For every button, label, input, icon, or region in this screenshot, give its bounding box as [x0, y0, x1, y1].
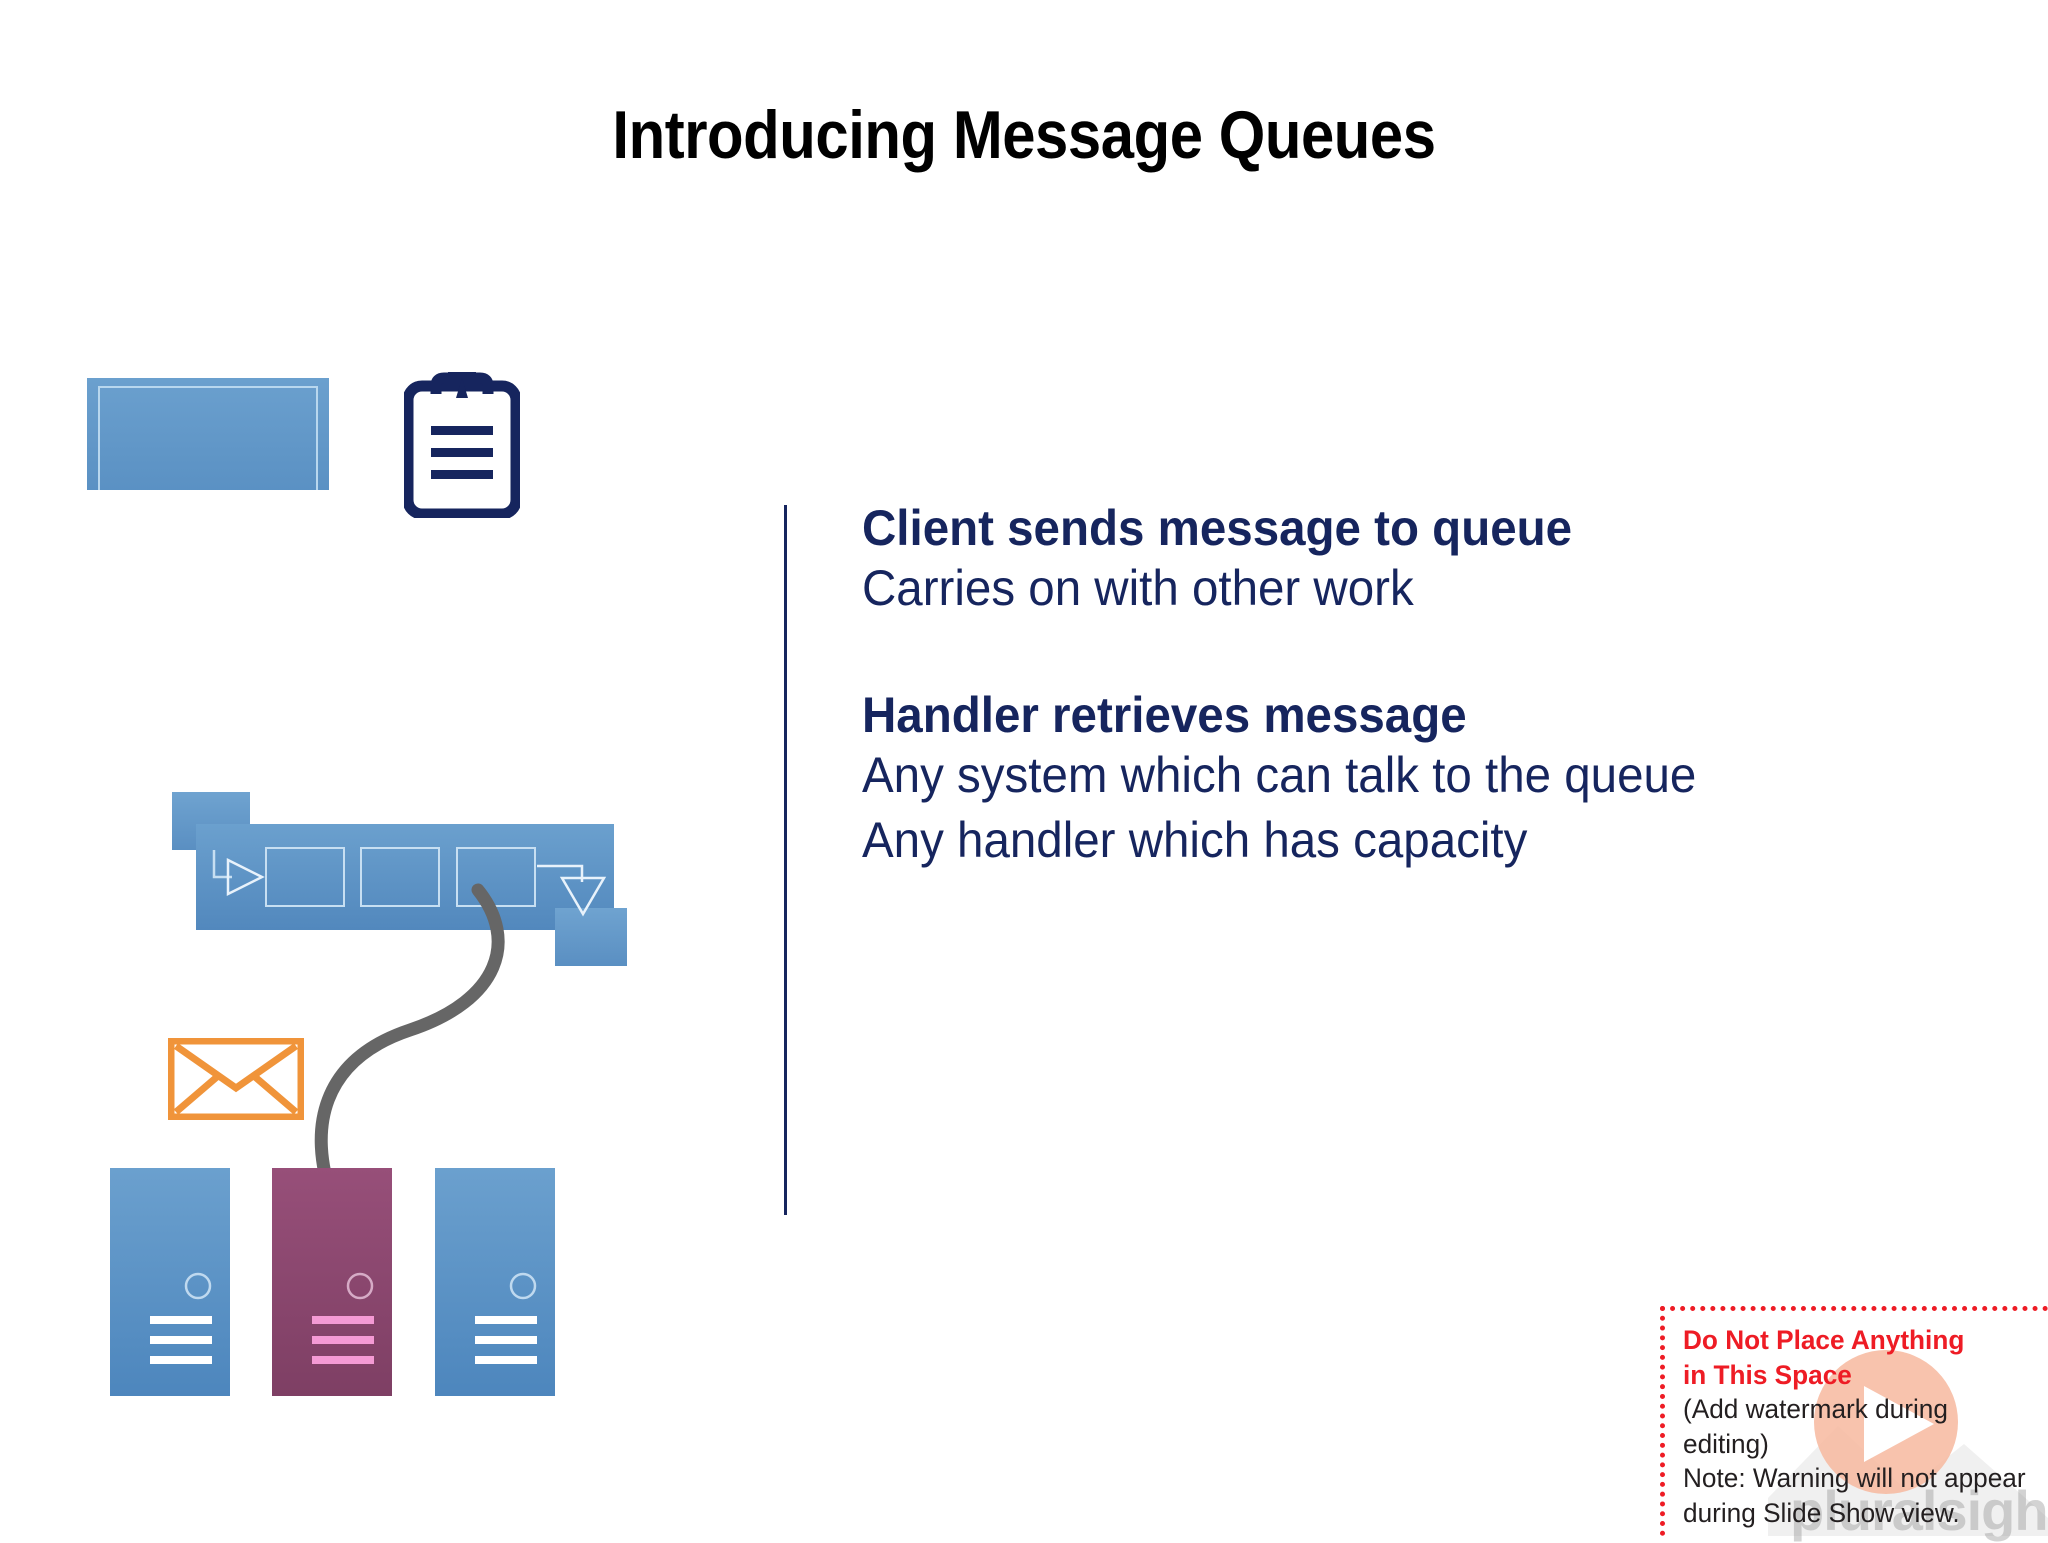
warning-red-line-1: Do Not Place Anything: [1683, 1325, 1965, 1355]
warning-black-line-4: during Slide Show view.: [1683, 1497, 1960, 1528]
content-text-column: Client sends message to queue Carries on…: [862, 500, 1982, 873]
server-group: [110, 1168, 590, 1398]
content-block-1: Client sends message to queue Carries on…: [862, 500, 1982, 621]
server-right: [435, 1168, 555, 1396]
page-title: Introducing Message Queues: [612, 97, 1436, 173]
desktop-computer-icon: [84, 378, 354, 591]
server-middle-handler: [272, 1168, 392, 1396]
block-2-heading: Handler retrieves message: [862, 687, 1467, 743]
clipboard-icon: [402, 372, 522, 520]
block-1-heading: Client sends message to queue: [862, 500, 1573, 556]
warning-black-line-2: editing): [1683, 1428, 1769, 1459]
warning-black-line-3: Note: Warning will not appear: [1683, 1463, 2026, 1494]
message-queue-icon: [170, 790, 670, 1000]
vertical-divider: [784, 505, 787, 1215]
block-2-line-2: Any handler which has capacity: [862, 812, 1528, 868]
warning-box: Do Not Place Anything in This Space (Add…: [1660, 1306, 2048, 1536]
content-block-2: Handler retrieves message Any system whi…: [862, 687, 1982, 873]
warning-red-line-2: in This Space: [1683, 1359, 1852, 1390]
warning-black-line-1: (Add watermark during: [1683, 1394, 1948, 1425]
block-spacer: [862, 621, 1982, 687]
block-2-line-1: Any system which can talk to the queue: [862, 747, 1697, 803]
server-left: [110, 1168, 230, 1396]
envelope-icon: [167, 1037, 305, 1121]
block-1-line-1: Carries on with other work: [862, 560, 1414, 616]
